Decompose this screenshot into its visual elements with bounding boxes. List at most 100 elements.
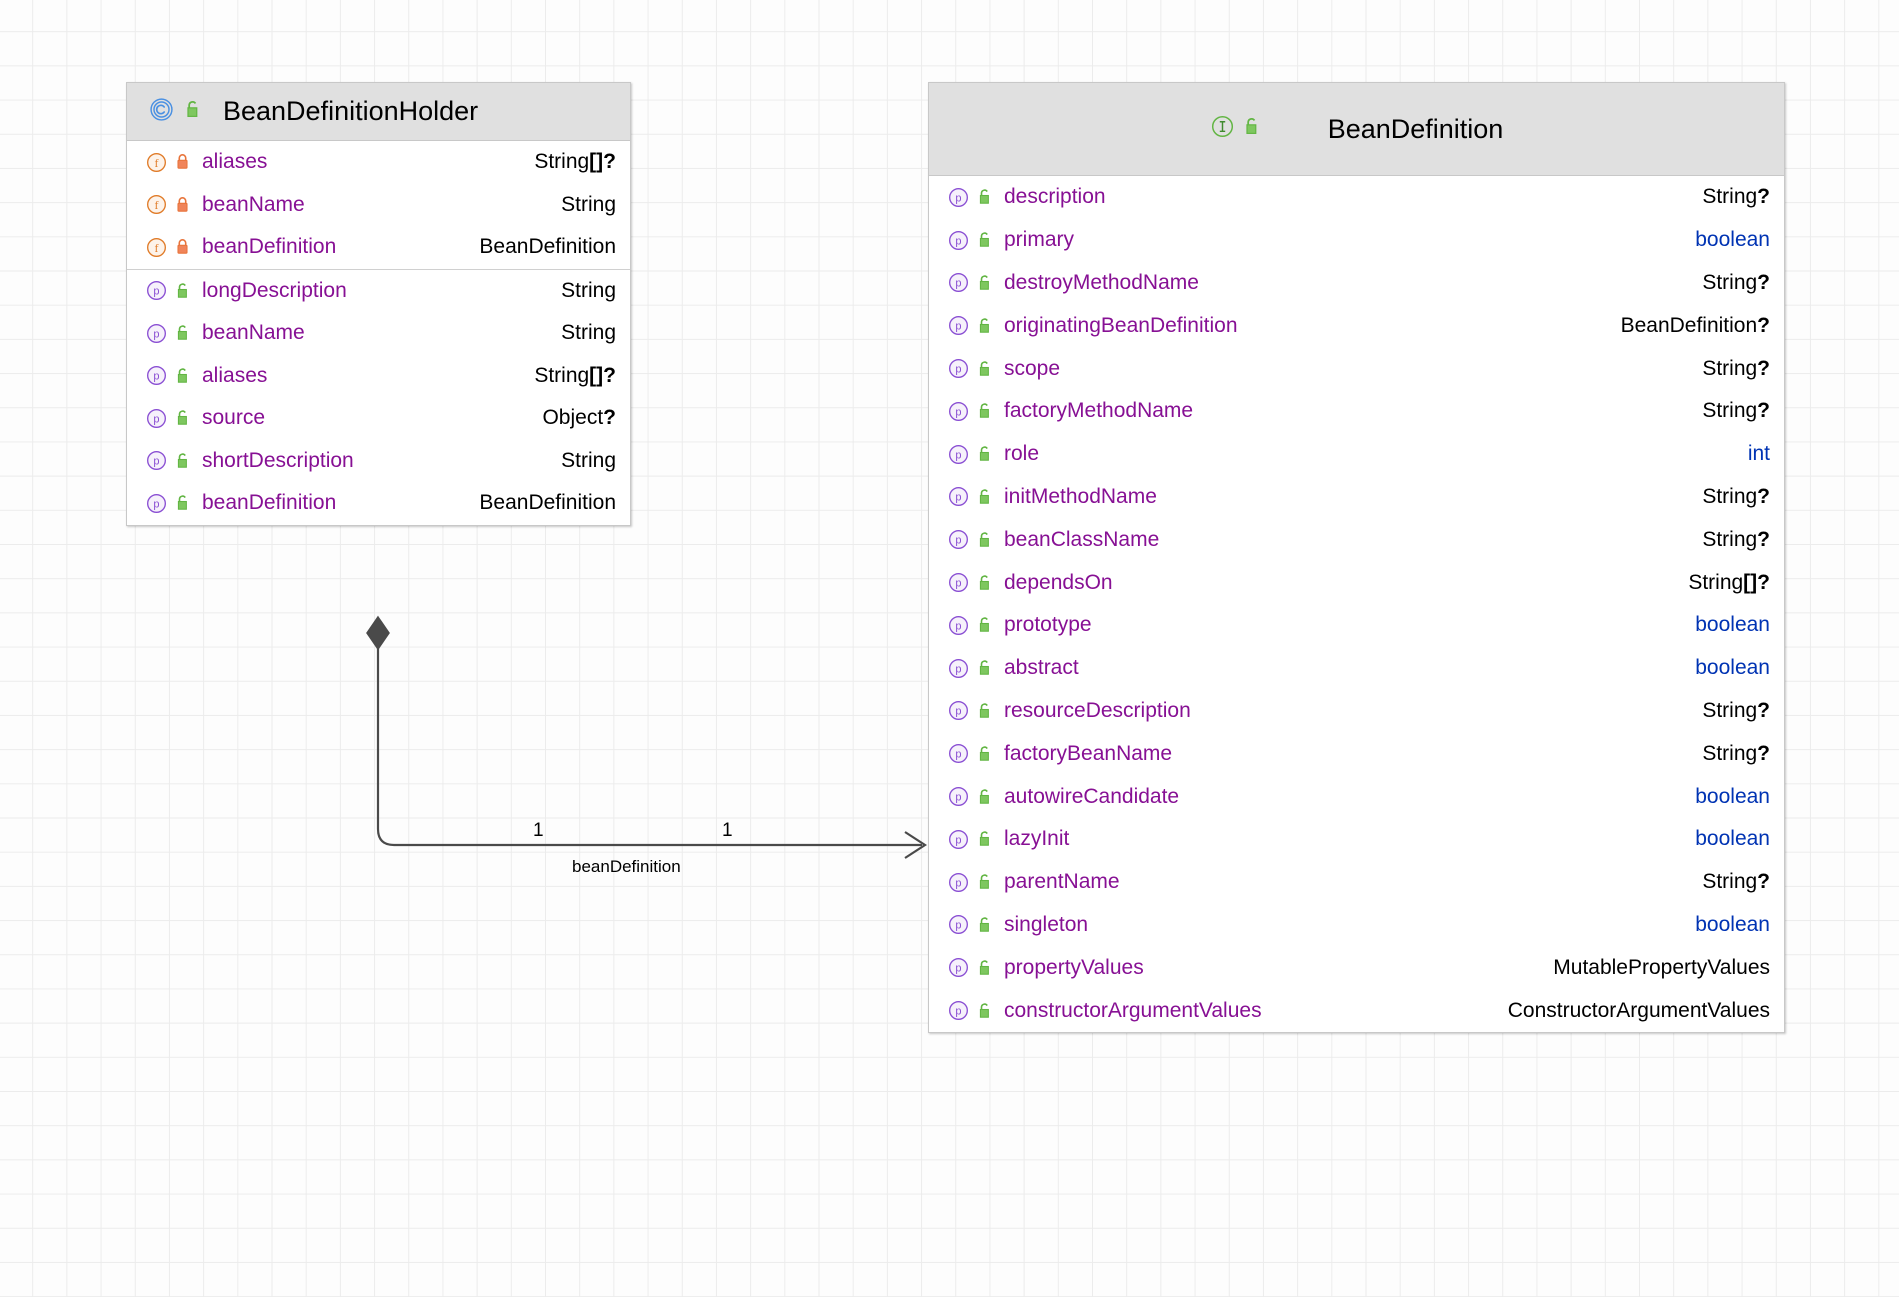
connector-path — [376, 632, 922, 847]
interface-title: BeanDefinition — [1327, 113, 1504, 144]
member-name: beanDefinition — [202, 235, 337, 259]
svg-text:p: p — [955, 492, 961, 504]
member-type: boolean — [1695, 613, 1770, 637]
unlocked-padlock-icon — [175, 324, 190, 342]
member-type: String? — [1702, 870, 1770, 894]
unlocked-padlock-icon — [977, 1002, 992, 1020]
class-header[interactable]: BeanDefinitionHolder — [127, 83, 630, 141]
interface-icon — [1210, 114, 1235, 144]
unlocked-padlock-icon — [175, 494, 190, 512]
type-suffix: []? — [1743, 570, 1770, 594]
svg-text:f: f — [155, 198, 159, 212]
svg-text:p: p — [955, 578, 961, 590]
property-icon: p — [145, 279, 168, 302]
member-name: aliases — [202, 150, 268, 174]
member-type: boolean — [1695, 656, 1770, 680]
composition-diamond — [366, 615, 390, 651]
property-icon: p — [145, 407, 168, 430]
unlocked-padlock-icon — [977, 916, 992, 934]
member-name: aliases — [202, 363, 268, 387]
member-type: MutablePropertyValues — [1553, 955, 1770, 979]
unlocked-padlock-icon — [977, 959, 992, 977]
member-name: source — [202, 406, 266, 430]
member-type: String — [561, 278, 616, 302]
field-icon: f — [145, 151, 168, 174]
member-name: initMethodName — [1004, 484, 1157, 508]
member-type: String[]? — [534, 363, 616, 387]
member-name: destroyMethodName — [1004, 270, 1199, 294]
unlocked-padlock-icon — [175, 367, 190, 385]
type-suffix: []? — [589, 150, 616, 174]
svg-text:p: p — [955, 449, 961, 461]
arrowhead-icon — [904, 831, 928, 859]
member-row[interactable]: p initMethodName String? — [929, 476, 1784, 519]
unlocked-padlock-icon — [977, 745, 992, 763]
interface-header[interactable]: BeanDefinition — [929, 83, 1784, 176]
member-type: String? — [1702, 484, 1770, 508]
member-name: dependsOn — [1004, 570, 1113, 594]
member-row[interactable]: p prototype boolean — [929, 604, 1784, 647]
property-icon: p — [947, 400, 970, 423]
unlocked-padlock-icon — [977, 231, 992, 249]
unlocked-padlock-icon — [1243, 117, 1260, 141]
member-type: boolean — [1695, 827, 1770, 851]
unlocked-padlock-icon — [977, 488, 992, 506]
unlocked-padlock-icon — [977, 873, 992, 891]
property-icon: p — [947, 271, 970, 294]
member-name: parentName — [1004, 870, 1120, 894]
svg-text:p: p — [955, 835, 961, 847]
locked-padlock-icon — [175, 153, 190, 171]
member-type: String — [561, 448, 616, 472]
unlocked-padlock-icon — [977, 445, 992, 463]
member-type: String? — [1702, 356, 1770, 380]
property-icon: p — [947, 571, 970, 594]
property-icon: p — [947, 614, 970, 637]
unlocked-padlock-icon — [977, 274, 992, 292]
unlocked-padlock-icon — [977, 659, 992, 677]
property-icon: p — [947, 357, 970, 380]
member-row[interactable]: p aliases String[]? — [127, 355, 630, 398]
property-icon: p — [947, 956, 970, 979]
member-name: prototype — [1004, 613, 1092, 637]
property-icon: p — [947, 657, 970, 680]
svg-text:p: p — [153, 371, 159, 383]
member-name: beanDefinition — [202, 491, 337, 515]
member-name: factoryBeanName — [1004, 741, 1173, 765]
unlocked-padlock-icon — [977, 360, 992, 378]
member-name: factoryMethodName — [1004, 399, 1194, 423]
member-type: ConstructorArgumentValues — [1507, 998, 1770, 1022]
type-suffix: []? — [589, 363, 616, 387]
member-name: description — [1004, 185, 1106, 209]
type-suffix: ? — [1757, 356, 1770, 380]
